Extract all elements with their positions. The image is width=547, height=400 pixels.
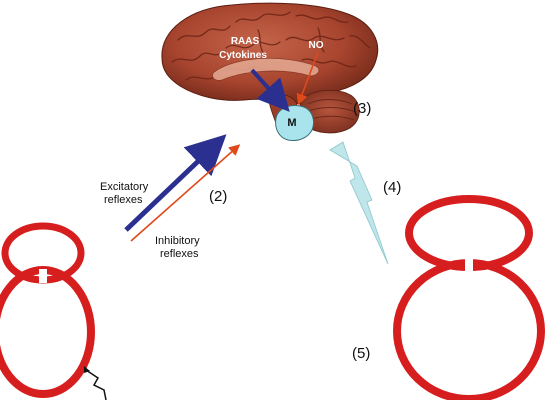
right-heart-lower-chamber xyxy=(393,259,545,400)
medulla-shape xyxy=(275,105,314,141)
injury-bolt-icon xyxy=(85,369,107,400)
excitatory-label-line1: Excitatory xyxy=(100,181,149,193)
reflex-arrows xyxy=(124,134,241,242)
step-4-label: (4) xyxy=(383,179,401,196)
brain-illustration: M RAAS Cytokines NO xyxy=(161,2,379,141)
corpus-callosum xyxy=(212,57,320,81)
excitatory-arrow xyxy=(124,134,227,232)
inhibitory-label-line2: reflexes xyxy=(160,248,199,260)
inhibitory-arrow xyxy=(130,144,241,242)
medulla-marker: M xyxy=(275,105,314,141)
medulla-label: M xyxy=(287,117,296,129)
right-heart xyxy=(393,195,545,400)
right-heart-upper-chamber xyxy=(405,195,533,271)
no-arrow xyxy=(296,51,319,106)
injury-arrowhead xyxy=(84,366,90,373)
raas-arrow xyxy=(250,68,290,112)
step-3-label: (3) xyxy=(353,100,371,117)
step-5-label: (5) xyxy=(352,345,370,362)
inhibitory-label-line1: Inhibitory xyxy=(155,235,200,247)
lightning-bolt xyxy=(329,141,389,265)
step-2-label: (2) xyxy=(209,188,227,205)
left-heart-lower-chamber xyxy=(0,266,95,398)
raas-label: RAAS xyxy=(231,36,260,47)
left-heart xyxy=(0,222,95,398)
no-label: NO xyxy=(309,40,324,51)
cytokines-label: Cytokines xyxy=(219,50,267,61)
excitatory-label-line2: reflexes xyxy=(104,194,143,206)
